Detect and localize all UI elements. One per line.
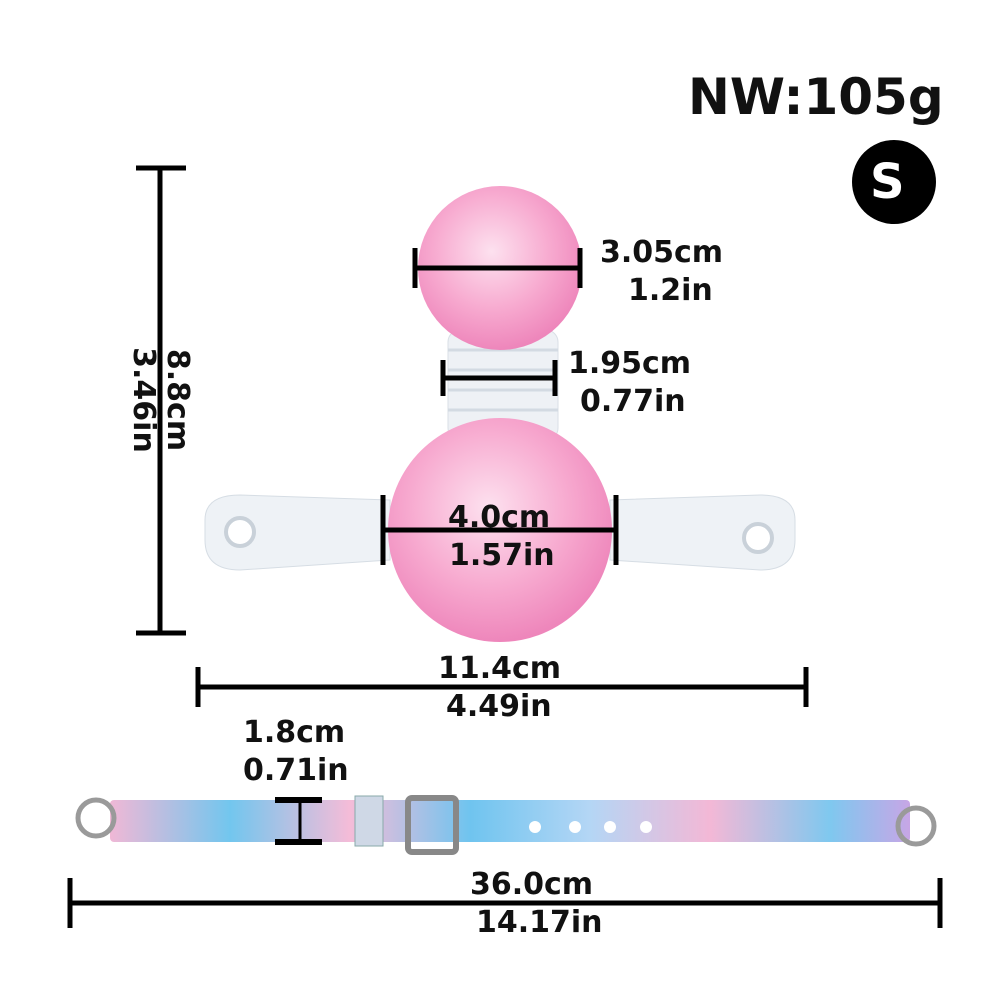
size-badge-label: S	[870, 154, 905, 210]
strap-width-in: 0.71in	[243, 753, 349, 788]
strap-length-in: 14.17in	[476, 905, 603, 940]
dimension-lines	[67, 165, 943, 928]
strap-width-cm: 1.8cm	[243, 715, 346, 750]
gag-width-cm: 11.4cm	[438, 651, 562, 686]
gag-arms	[204, 494, 796, 571]
height-labels: 8.8cm 3.46in	[126, 347, 195, 453]
size-badge	[852, 140, 936, 224]
bottom-ball-cm: 4.0cm	[448, 500, 551, 535]
strap	[75, 795, 937, 855]
neck-cm: 1.95cm	[568, 346, 692, 381]
bottom-ball-in: 1.57in	[449, 538, 555, 573]
top-ball-cm: 3.05cm	[600, 235, 724, 270]
gag-width-in: 4.49in	[446, 689, 552, 724]
neck-in: 0.77in	[580, 384, 686, 419]
strap-length-cm: 36.0cm	[470, 867, 594, 902]
weight-label: NW:105g	[688, 68, 944, 126]
top-ball-in: 1.2in	[628, 273, 713, 308]
